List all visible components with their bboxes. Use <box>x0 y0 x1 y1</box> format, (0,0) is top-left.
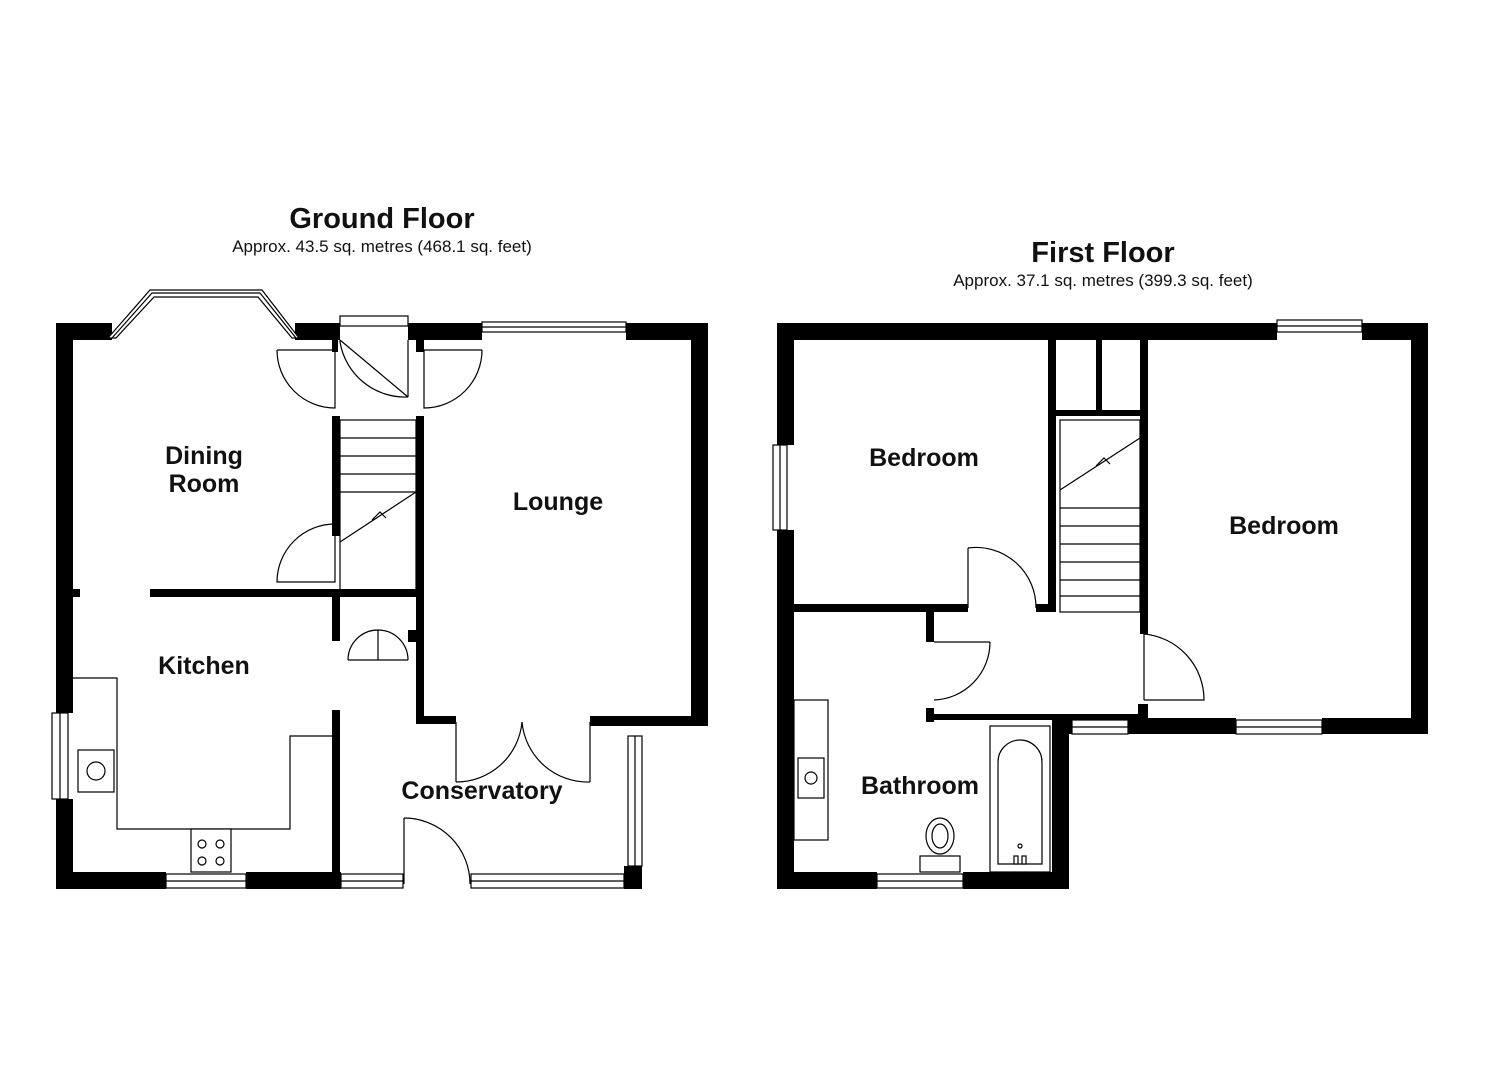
ground-floor-walls <box>56 323 708 889</box>
ground-floor-windows <box>51 289 643 889</box>
first-floor-doors <box>933 546 1205 701</box>
bathroom-fittings <box>793 699 1051 873</box>
first-floor-stairs <box>1059 419 1141 613</box>
first-floor: First Floor Approx. 37.1 sq. metres (399… <box>772 237 1428 889</box>
room-label-lounge: Lounge <box>513 488 603 516</box>
first-floor-walls <box>777 323 1428 889</box>
first-floor-inner-walls <box>794 340 1148 734</box>
room-label-bedroom-1: Bedroom <box>869 444 979 472</box>
first-floor-area: Approx. 37.1 sq. metres (399.3 sq. feet) <box>953 271 1253 290</box>
room-label-conservatory: Conservatory <box>401 777 562 805</box>
first-floor-title: First Floor <box>1031 237 1174 269</box>
first-floor-windows <box>772 319 1363 889</box>
ground-floor-inner-walls <box>72 340 456 880</box>
ground-floor-title: Ground Floor <box>289 203 474 235</box>
room-label-dining: Dining <box>165 442 243 470</box>
ground-floor-stairs <box>339 419 417 591</box>
ground-floor: Ground Floor Approx. 43.5 sq. metres (46… <box>51 203 708 889</box>
ground-floor-area: Approx. 43.5 sq. metres (468.1 sq. feet) <box>232 237 532 256</box>
room-label-kitchen: Kitchen <box>158 652 250 680</box>
room-label-bedroom-2: Bedroom <box>1229 512 1339 540</box>
room-label-bathroom: Bathroom <box>861 772 979 800</box>
room-label-dining-room: Room <box>169 470 240 498</box>
ground-floor-doors <box>276 339 591 885</box>
kitchen-fittings <box>73 677 332 873</box>
